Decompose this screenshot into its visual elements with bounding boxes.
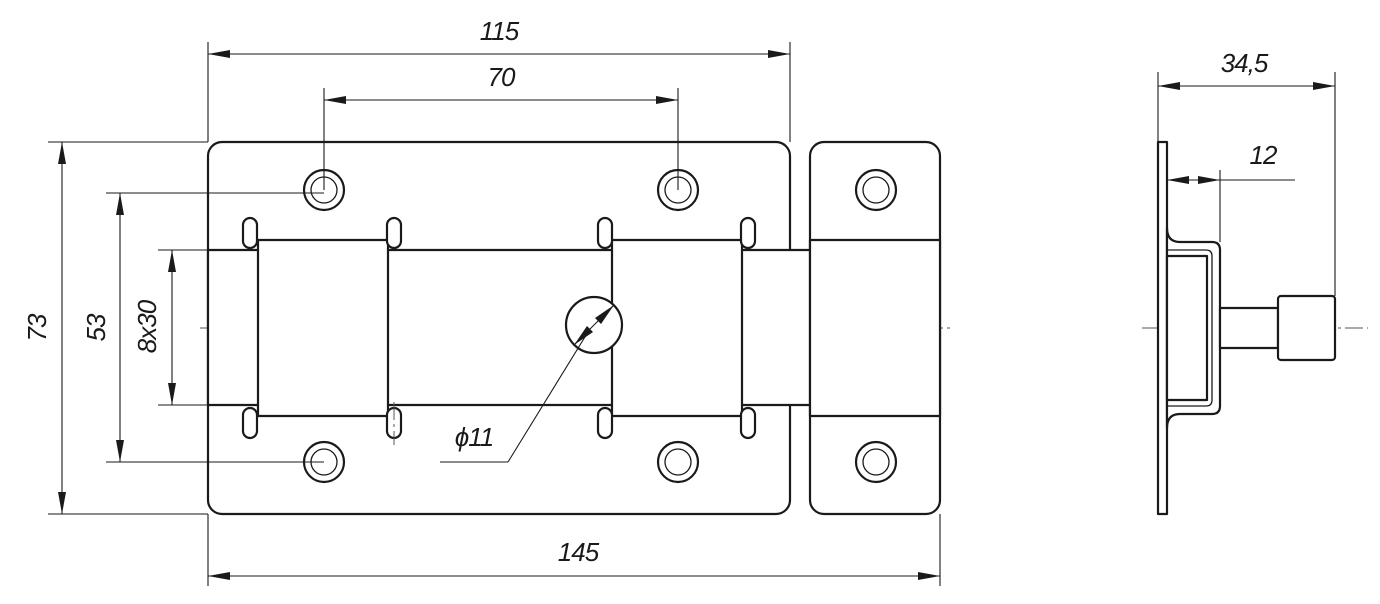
mounting-hole (656, 440, 700, 484)
side-knob-head (1276, 294, 1337, 362)
dim-label-12: 12 (1250, 140, 1278, 170)
dim-overall-width: 145 (207, 514, 941, 586)
dim-label-53: 53 (81, 313, 111, 341)
side-bolt (1165, 254, 1209, 402)
side-view: 34,5 12 (1142, 48, 1368, 516)
dim-height: 73 (22, 141, 208, 515)
bracket-tab (739, 216, 757, 250)
dim-label-knob: ϕ11 (455, 422, 493, 452)
bracket-tab (241, 216, 259, 250)
bracket-tab (385, 216, 403, 250)
bracket-tab (596, 406, 614, 440)
dim-knob-diameter: ϕ11 (440, 304, 615, 463)
dim-label-73: 73 (22, 313, 52, 341)
side-knob-shaft (1218, 306, 1280, 350)
bracket-tab (241, 406, 259, 440)
bracket-tab (596, 216, 614, 250)
dim-label-34-5: 34,5 (1221, 48, 1269, 78)
dim-label-145: 145 (558, 537, 600, 567)
mounting-hole (854, 168, 898, 212)
striker-keeper (808, 238, 942, 418)
dim-hole-vertical-spacing: 53 (81, 192, 324, 463)
dim-side-depth: 34,5 (1157, 48, 1336, 296)
dim-bolt-section: 8x30 (132, 249, 258, 406)
dim-plate-width: 115 (207, 16, 791, 142)
dim-label-8x30: 8x30 (132, 299, 162, 353)
dim-label-115: 115 (480, 16, 520, 46)
front-view: 115 70 145 73 (22, 16, 950, 586)
bracket-tab (739, 406, 757, 440)
dim-label-70: 70 (488, 62, 516, 92)
mounting-hole (854, 440, 898, 484)
left-bracket (256, 238, 390, 418)
dim-hole-spacing: 70 (323, 62, 679, 190)
right-bracket (610, 238, 744, 418)
dim-side-offset: 12 (1167, 140, 1295, 242)
side-mounting-plate (1156, 140, 1169, 516)
